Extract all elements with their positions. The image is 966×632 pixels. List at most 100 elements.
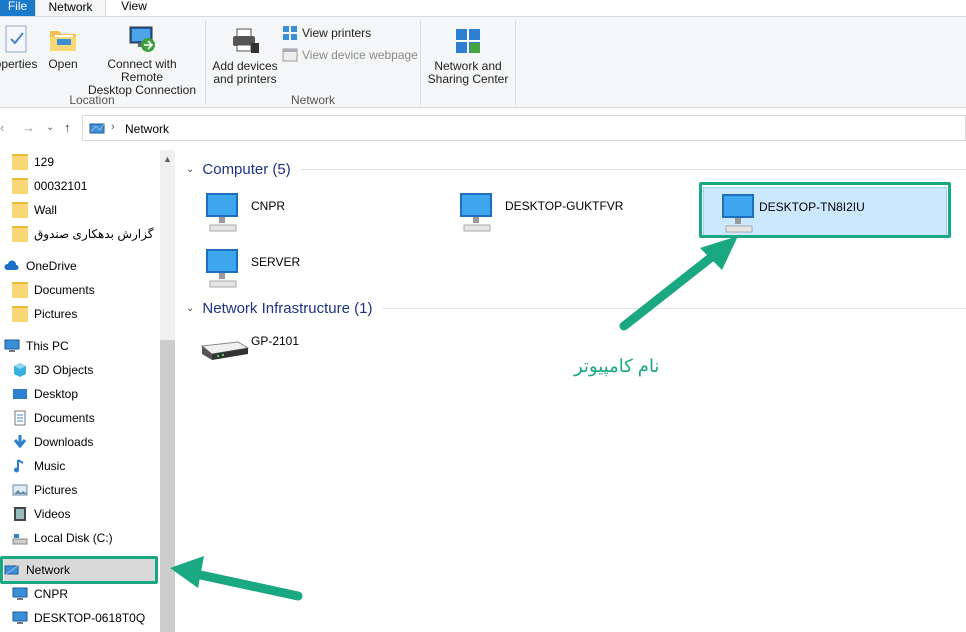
computer-highlight-box xyxy=(699,182,951,238)
printer-icon xyxy=(233,28,259,53)
scroll-up-icon[interactable]: ▲ xyxy=(163,154,172,164)
computer-group-header[interactable]: ⌄ Computer (5) xyxy=(186,161,966,178)
sidebar-item-label: Network xyxy=(26,563,71,577)
network-sharing-center-button[interactable]: Network and Sharing Center xyxy=(426,25,510,86)
view-printers-button[interactable]: View printers xyxy=(282,25,371,41)
music-icon xyxy=(14,459,24,473)
recent-locations-icon[interactable]: ⌄ xyxy=(46,122,55,133)
computer-icon xyxy=(460,193,492,232)
sidebar-item-onedrive-pictures[interactable]: Pictures xyxy=(12,302,172,326)
remote-desktop-button[interactable]: Connect with Remote Desktop Connection xyxy=(86,23,198,97)
sidebar-item-label: 00032101 xyxy=(34,179,88,193)
sidebar-scrollbar[interactable]: ▲ xyxy=(160,150,175,632)
tab-network[interactable]: Network xyxy=(35,0,106,17)
view-device-webpage-label: View device webpage xyxy=(302,48,418,62)
remote-desktop-icon xyxy=(129,26,155,52)
infrastructure-group-header[interactable]: ⌄ Network Infrastructure (1) xyxy=(186,300,966,317)
computer-icon xyxy=(12,611,28,624)
picture-icon xyxy=(12,484,28,496)
sidebar-item-wall[interactable]: Wall xyxy=(12,198,172,222)
computer-icon xyxy=(12,587,28,600)
sidebar-item-3d-objects[interactable]: 3D Objects xyxy=(12,358,172,382)
properties-icon xyxy=(5,25,27,53)
folder-open-icon xyxy=(50,31,76,51)
folder-icon xyxy=(12,154,28,170)
scrollbar-thumb[interactable] xyxy=(160,340,175,632)
navigation-pane: 129 00032101 Wall گزارش بدهکاری صندوق On… xyxy=(0,150,175,632)
arrow-to-computer xyxy=(619,236,738,331)
computer-tile-cnpr[interactable]: CNPR xyxy=(196,187,436,237)
ribbon-tab-bar: File Network View xyxy=(0,0,966,17)
sidebar-item-label: Local Disk (C:) xyxy=(34,531,113,545)
sidebar-item-videos[interactable]: Videos xyxy=(12,502,172,526)
sidebar-item-label: 129 xyxy=(34,155,55,169)
address-bar[interactable]: › Network xyxy=(82,115,966,141)
open-button[interactable]: Open xyxy=(44,23,82,71)
folder-icon xyxy=(12,306,28,322)
properties-label: operties xyxy=(0,57,38,71)
computer-icon xyxy=(4,339,20,352)
sidebar-item-music[interactable]: Music xyxy=(12,454,172,478)
folder-icon xyxy=(12,178,28,194)
sidebar-item-this-pc[interactable]: This PC xyxy=(4,334,164,358)
sidebar-item-desktop-0618t0q[interactable]: DESKTOP-0618T0Q xyxy=(12,606,172,630)
chevron-down-icon: ⌄ xyxy=(186,164,195,175)
open-label: Open xyxy=(48,57,78,71)
computer-tile-server[interactable]: SERVER xyxy=(196,243,436,293)
computer-name: CNPR xyxy=(251,199,286,213)
sidebar-item-label: 3D Objects xyxy=(34,363,94,377)
add-devices-button[interactable]: Add devices and printers xyxy=(210,25,280,86)
location-group-label: Location xyxy=(69,93,115,107)
sidebar-item-label: Documents xyxy=(34,283,95,297)
sidebar-item-129[interactable]: 129 xyxy=(12,150,172,174)
network-icon xyxy=(4,564,20,576)
breadcrumb-network[interactable]: Network xyxy=(125,122,170,136)
device-name: GP-2101 xyxy=(251,334,300,348)
sidebar-item-label: Pictures xyxy=(34,307,78,321)
sidebar-item-label: Music xyxy=(34,459,66,473)
arrow-to-network xyxy=(170,556,303,601)
device-tile-gp-2101[interactable]: GP-2101 xyxy=(196,326,436,376)
folder-icon xyxy=(12,282,28,298)
sidebar-item-label: OneDrive xyxy=(26,259,77,273)
sidebar-item-network[interactable]: Network xyxy=(4,558,158,582)
video-icon xyxy=(14,507,26,521)
view-device-webpage-button[interactable]: View device webpage xyxy=(282,47,418,63)
remote-desktop-label-2: Desktop Connection xyxy=(87,83,197,97)
group-divider xyxy=(300,169,966,170)
sidebar-item-label: DESKTOP-0618T0Q xyxy=(34,611,146,625)
sidebar-item-label: This PC xyxy=(26,339,69,353)
cube-icon xyxy=(14,363,26,377)
sidebar-item-label: Downloads xyxy=(34,435,94,449)
properties-button[interactable]: operties xyxy=(0,23,40,71)
sidebar-item-onedrive-documents[interactable]: Documents xyxy=(12,278,172,302)
tab-view[interactable]: View xyxy=(121,0,147,13)
sidebar-item-label: Wall xyxy=(34,203,57,217)
up-arrow-icon[interactable]: ↑ xyxy=(64,120,71,135)
ribbon: operties Open Connect with Remote Deskto… xyxy=(0,16,966,108)
sidebar-item-00032101[interactable]: 00032101 xyxy=(12,174,172,198)
sidebar-item-desktop[interactable]: Desktop xyxy=(12,382,172,406)
folder-icon xyxy=(12,202,28,218)
sidebar-item-local-disk[interactable]: Local Disk (C:) xyxy=(12,526,172,550)
cloud-icon xyxy=(4,260,19,270)
sidebar-item-label: Documents xyxy=(34,411,95,425)
sidebar-item-documents[interactable]: Documents xyxy=(12,406,172,430)
sidebar-item-fund-report[interactable]: گزارش بدهکاری صندوق xyxy=(12,222,172,246)
forward-arrow-icon[interactable]: → xyxy=(22,120,35,135)
computer-tile-desktop-guktfvr[interactable]: DESKTOP-GUKTFVR xyxy=(450,187,690,237)
computer-name: DESKTOP-TN8I2IU xyxy=(759,200,865,214)
sidebar-item-pictures[interactable]: Pictures xyxy=(12,478,172,502)
sidebar-item-downloads[interactable]: Downloads xyxy=(12,430,172,454)
network-group-label: Network xyxy=(290,93,335,107)
sidebar-item-cnpr[interactable]: CNPR xyxy=(12,582,172,606)
back-arrow-icon[interactable]: ‹ xyxy=(0,120,5,135)
ribbon-separator xyxy=(205,21,206,105)
tab-file[interactable]: File xyxy=(0,0,35,17)
download-icon xyxy=(13,435,27,449)
sidebar-item-onedrive[interactable]: OneDrive xyxy=(4,254,164,278)
sidebar-item-label: Pictures xyxy=(34,483,78,497)
computer-icon xyxy=(206,249,238,288)
webpage-icon xyxy=(282,48,298,62)
